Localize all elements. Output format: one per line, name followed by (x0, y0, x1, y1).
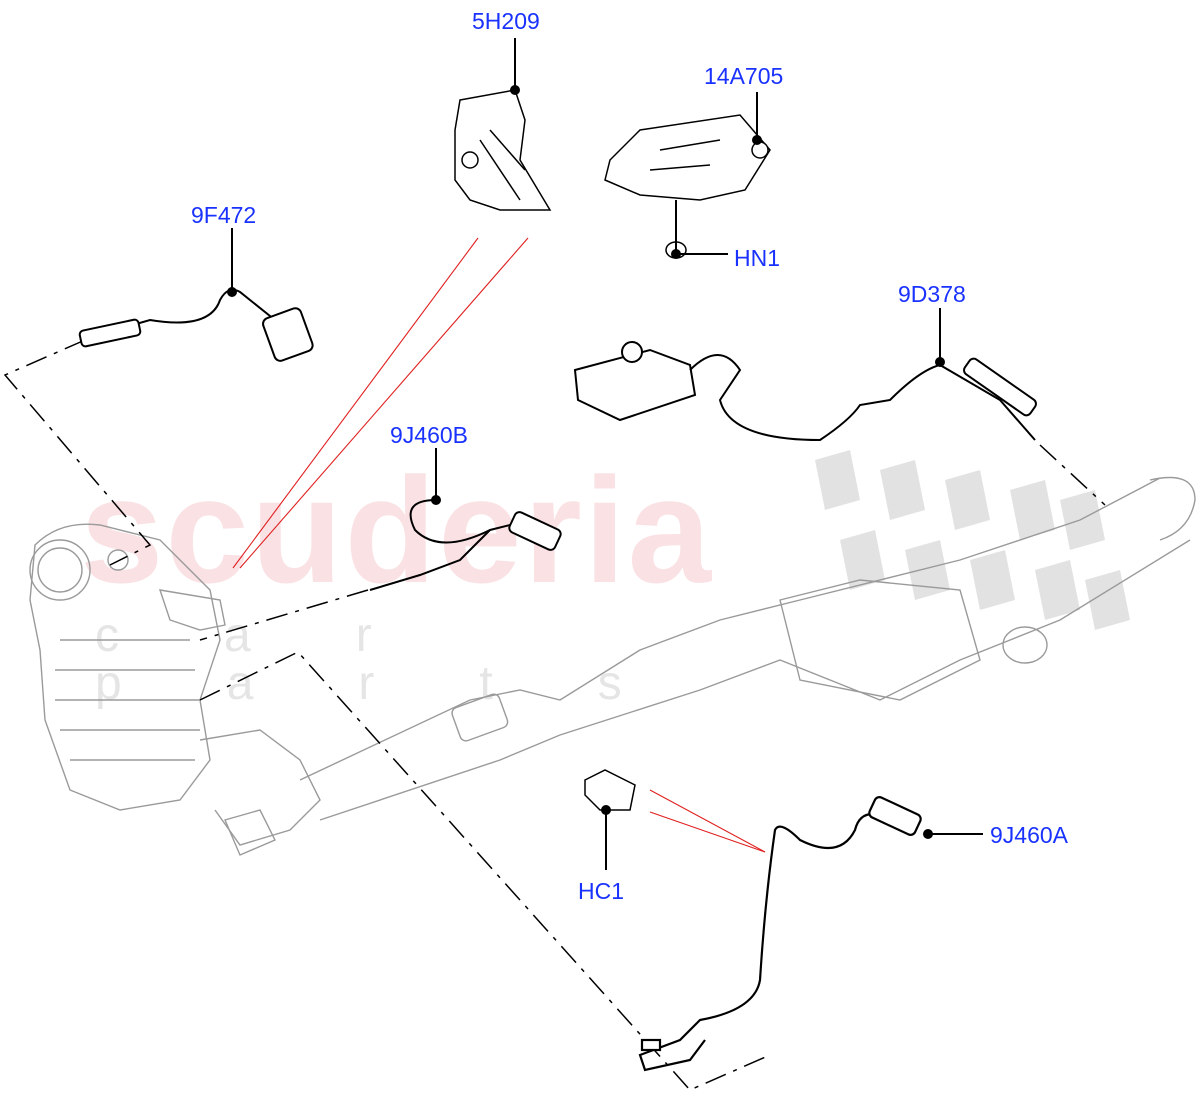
watermark-scuderia: scuderia (80, 446, 713, 614)
checkered-flag-watermark (815, 450, 1130, 630)
watermark-car-parts: car parts (95, 609, 727, 710)
callout-9j460b[interactable]: 9J460B (390, 422, 469, 448)
callout-hn1[interactable]: HN1 (734, 245, 781, 271)
callout-9d378[interactable]: 9D378 (898, 281, 966, 307)
callout-hc1[interactable]: HC1 (578, 878, 625, 904)
callout-9f472[interactable]: 9F472 (191, 202, 257, 228)
bracket-14a705 (604, 114, 771, 201)
red-reference-lines (232, 237, 766, 853)
exhaust-assembly (29, 476, 1196, 856)
callout-14a705[interactable]: 14A705 (704, 63, 784, 89)
sensor-9j460a (638, 796, 922, 1072)
sensor-9d378 (573, 341, 1037, 442)
bracket-5h209 (454, 89, 552, 211)
sensor-9f472 (78, 288, 314, 362)
dash-dot-reference-lines (3, 339, 1106, 1091)
sensor-9j460b (369, 499, 562, 591)
clip-hc1 (584, 769, 636, 811)
callout-leaders (227, 38, 983, 870)
callout-9j460a[interactable]: 9J460A (990, 822, 1069, 848)
callout-5h209[interactable]: 5H209 (472, 8, 540, 34)
